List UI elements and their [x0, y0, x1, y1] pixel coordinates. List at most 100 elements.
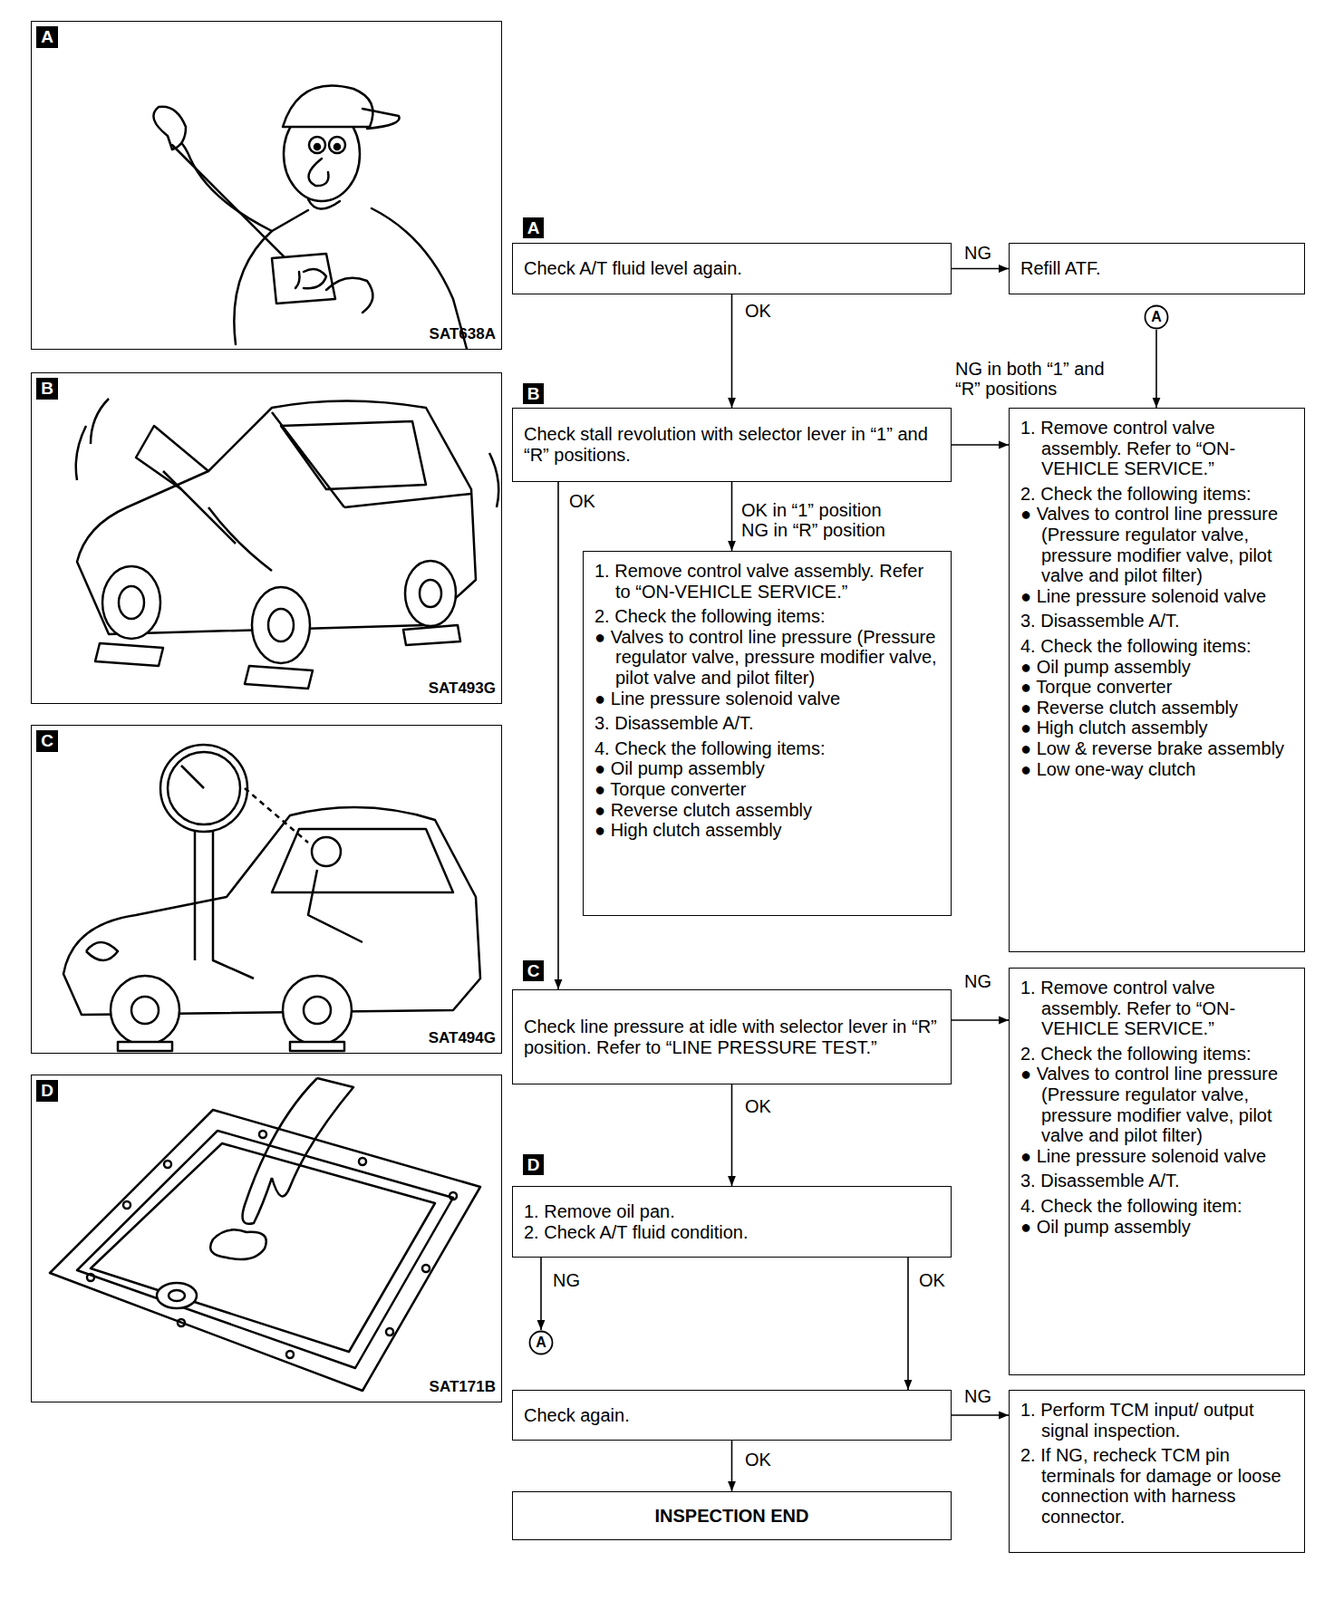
step-text: Check A/T fluid level again.: [523, 258, 940, 280]
connector-circle: A: [1143, 304, 1170, 330]
panel-letter: D: [36, 1080, 58, 1102]
car-on-blocks-part: [268, 609, 294, 642]
step-tag: B: [522, 383, 544, 405]
car-on-blocks-part: [76, 398, 499, 508]
step-tag: C: [522, 960, 544, 982]
flow-arrow: [951, 268, 1009, 271]
edge-label: NG: [962, 1386, 994, 1407]
step-text: Check stall revolution with selector lev…: [523, 424, 940, 465]
oil-pan-part: [77, 1131, 454, 1369]
step-text: 1. Remove control valve assembly. Refer …: [1020, 977, 1296, 1040]
flow-arrow: [907, 1257, 909, 1391]
illustration-panel: BSAT493G: [30, 372, 503, 705]
process-box: 1. Remove control valve assembly. Refer …: [1008, 407, 1305, 953]
illustration-panel: C SAT494G: [30, 725, 503, 1054]
step-text: 2. Check the following items:: [1020, 1044, 1296, 1065]
edge-label: OK: [743, 300, 774, 321]
step-text: ● Line pressure solenoid valve: [1020, 586, 1296, 608]
car-on-blocks-part: [118, 586, 145, 619]
oil-pan-part: [259, 1131, 267, 1139]
figure-code: SAT494G: [428, 1029, 496, 1048]
step-text: 1. Remove control valve assembly. Refer …: [594, 560, 942, 602]
step-text: ● Valves to control line pressure (Press…: [594, 627, 942, 689]
figure-code: SAT493G: [428, 679, 496, 698]
step-text: Check line pressure at idle with selecto…: [523, 1016, 940, 1058]
step-text: ● High clutch assembly: [1020, 717, 1296, 739]
step-text: 3. Disassemble A/T.: [1020, 610, 1296, 632]
flow-arrow: [731, 1440, 734, 1492]
edge-label: NG: [962, 242, 994, 263]
figure-code: SAT638A: [429, 325, 496, 344]
mechanic-figure-part: [362, 108, 400, 129]
step-text: ● Reverse clutch assembly: [1020, 697, 1296, 719]
connector-letter: A: [528, 1330, 554, 1356]
oil-pan-part: [358, 1158, 367, 1166]
edge-label: OK: [743, 1096, 774, 1117]
step-text: 1. Remove oil pan.: [523, 1201, 940, 1223]
mechanic-figure-part: [271, 253, 336, 304]
process-box: Check stall revolution with selector lev…: [512, 407, 952, 483]
panel-letter: A: [36, 26, 58, 49]
flow-arrow: [951, 444, 1009, 446]
step-text: ● Torque converter: [594, 779, 942, 801]
car-with-gauge-part: [311, 837, 341, 867]
edge-label: OK: [917, 1270, 948, 1291]
mechanic-figure-part: [309, 136, 326, 154]
oil-pan-part: [156, 1283, 197, 1309]
mechanic-figure-part: [308, 199, 340, 210]
flow-arrow: [1155, 329, 1158, 408]
mechanic-figure-part: [334, 144, 340, 150]
step-text: ● Oil pump assembly: [1020, 1217, 1296, 1238]
mechanic-figure-part: [295, 271, 300, 289]
mechanic-figure: [153, 86, 467, 349]
car-with-gauge-part: [117, 1042, 345, 1052]
step-tag: D: [522, 1154, 544, 1176]
oil-pan-part: [164, 1160, 172, 1169]
car-with-gauge-part: [131, 996, 159, 1025]
step-text: 3. Disassemble A/T.: [594, 713, 942, 735]
flow-arrow: [951, 1414, 1009, 1417]
step-text: 1. Perform TCM input/ output signal insp…: [1020, 1400, 1296, 1441]
car-with-gauge-part: [244, 788, 309, 843]
step-text: ● Low & reverse brake assembly: [1020, 738, 1296, 760]
mechanic-figure-part: [326, 278, 373, 313]
panel-letter: C: [36, 730, 58, 753]
flow-arrow: [731, 1084, 734, 1187]
mechanic-figure-part: [282, 86, 373, 127]
process-box: 1. Remove control valve assembly. Refer …: [1008, 967, 1305, 1376]
flow-arrow: [951, 1019, 1009, 1022]
mechanic-figure-part: [328, 136, 346, 154]
oil-pan-part: [422, 1265, 430, 1273]
step-text: ● Valves to control line pressure (Press…: [1020, 1063, 1296, 1146]
step-text: ● Valves to control line pressure (Press…: [1020, 503, 1296, 586]
step-text: ● Reverse clutch assembly: [594, 800, 942, 822]
process-box: Check A/T fluid level again.: [512, 242, 952, 295]
terminal-box: INSPECTION END: [512, 1491, 952, 1541]
oil-pan-part: [386, 1328, 394, 1336]
step-text: ● Line pressure solenoid valve: [594, 688, 942, 710]
edge-label: OK in “1” position NG in “R” position: [739, 500, 914, 542]
flow-arrow: [540, 1257, 542, 1331]
connector-circle: A: [528, 1330, 554, 1356]
oil-pan-part: [177, 1319, 185, 1327]
car-with-gauge-part: [271, 829, 454, 893]
step-text: 4. Check the following items:: [1020, 636, 1296, 658]
car-on-blocks-part: [419, 580, 442, 608]
step-text: 2. Check the following items:: [1020, 483, 1296, 505]
process-box: 1. Remove oil pan.2. Check A/T fluid con…: [512, 1186, 952, 1258]
car-on-blocks-part: [163, 471, 272, 571]
process-box: Check line pressure at idle with selecto…: [512, 989, 952, 1085]
step-text: ● High clutch assembly: [594, 820, 942, 841]
illustration-panel: A SAT638A: [30, 20, 503, 350]
car-with-gauge-part: [110, 976, 180, 1045]
car-on-blocks-part: [405, 560, 456, 627]
process-box: Check again.: [512, 1390, 952, 1441]
process-box: 1. Perform TCM input/ output signal insp…: [1008, 1390, 1305, 1554]
oil-pan-part: [168, 1290, 185, 1302]
mechanic-figure-part: [314, 144, 320, 150]
step-text: ● Line pressure solenoid valve: [1020, 1146, 1296, 1168]
car-with-gauge-part: [181, 765, 204, 789]
car-on-blocks-part: [102, 566, 161, 639]
step-text: INSPECTION END: [654, 1506, 809, 1528]
